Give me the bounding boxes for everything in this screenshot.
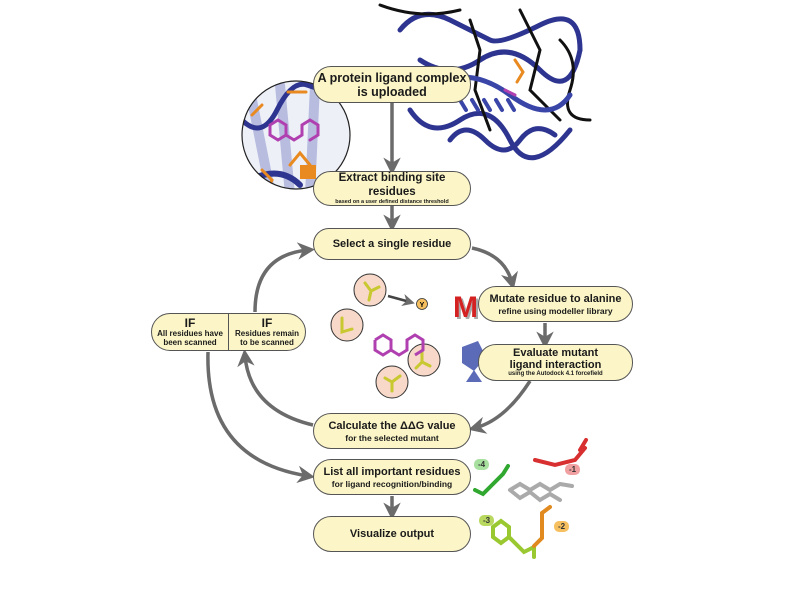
condition-remain-if: IF <box>261 315 273 330</box>
step-evaluate-title-2: ligand interaction <box>509 359 602 371</box>
step-upload-title-1: A protein ligand complex <box>317 70 467 85</box>
step-calculate-subtitle: for the selected mutant <box>345 433 439 443</box>
step-upload-title-2: is uploaded <box>357 84 427 99</box>
step-extract: Extract binding site residues based on a… <box>313 171 471 206</box>
rank-tag-4: -4 <box>474 459 490 470</box>
rank-tag-1: -1 <box>565 464 581 475</box>
step-evaluate-title-1: Evaluate mutant <box>513 347 598 359</box>
step-upload: A protein ligand complex is uploaded <box>313 66 471 103</box>
rank-tag-3: -3 <box>479 515 495 526</box>
condition-remain-line1: Residues remain <box>234 328 300 338</box>
arrow-calculate-to-if <box>237 349 314 427</box>
step-visualize-title: Visualize output <box>349 528 435 540</box>
condition-remain-line2: to be scanned <box>240 338 294 347</box>
step-list-subtitle: for ligand recognition/binding <box>331 479 453 489</box>
rank-tag-2: -2 <box>554 521 570 532</box>
step-calculate: Calculate the ΔΔG value for the selected… <box>313 413 471 449</box>
modeller-logo: M <box>453 291 478 324</box>
arrow-if-to-list <box>206 351 315 484</box>
step-visualize: Visualize output <box>313 516 471 552</box>
condition-all-scanned: IF All residues have been scanned <box>152 314 229 350</box>
residue-scan-illustration <box>330 273 441 399</box>
arrow-select-to-mutate <box>471 246 518 290</box>
step-mutate: Mutate residue to alanine refine using m… <box>478 286 633 322</box>
ranked-residues-illustration <box>473 438 588 559</box>
step-evaluate: Evaluate mutant ligand interaction using… <box>478 344 633 381</box>
condition-all-scanned-line1: All residues have <box>157 328 223 338</box>
step-evaluate-subtitle: using the Autodock 4.1 forcefield <box>508 371 603 377</box>
step-extract-title: Extract binding site residues <box>338 172 446 198</box>
step-extract-subtitle: based on a user defined distance thresho… <box>335 199 449 205</box>
step-list: List all important residues for ligand r… <box>313 459 471 495</box>
binding-site-inset <box>241 80 351 190</box>
condition-all-scanned-line2: been scanned <box>163 338 217 347</box>
step-list-title: List all important residues <box>323 466 461 478</box>
step-select-title: Select a single residue <box>332 238 452 250</box>
condition-remain: IF Residues remain to be scanned <box>229 314 305 350</box>
arrow-if-to-select <box>253 242 315 313</box>
step-mutate-subtitle: refine using modeller library <box>498 306 613 316</box>
condition-box: IF All residues have been scanned IF Res… <box>151 313 306 351</box>
step-select: Select a single residue <box>313 228 471 260</box>
residue-y-label: Y <box>420 302 425 309</box>
condition-all-scanned-if: IF <box>184 315 196 330</box>
step-calculate-title: Calculate the ΔΔG value <box>328 420 456 432</box>
step-mutate-title: Mutate residue to alanine <box>489 293 622 305</box>
arrow-evaluate-to-calculate <box>468 380 532 434</box>
